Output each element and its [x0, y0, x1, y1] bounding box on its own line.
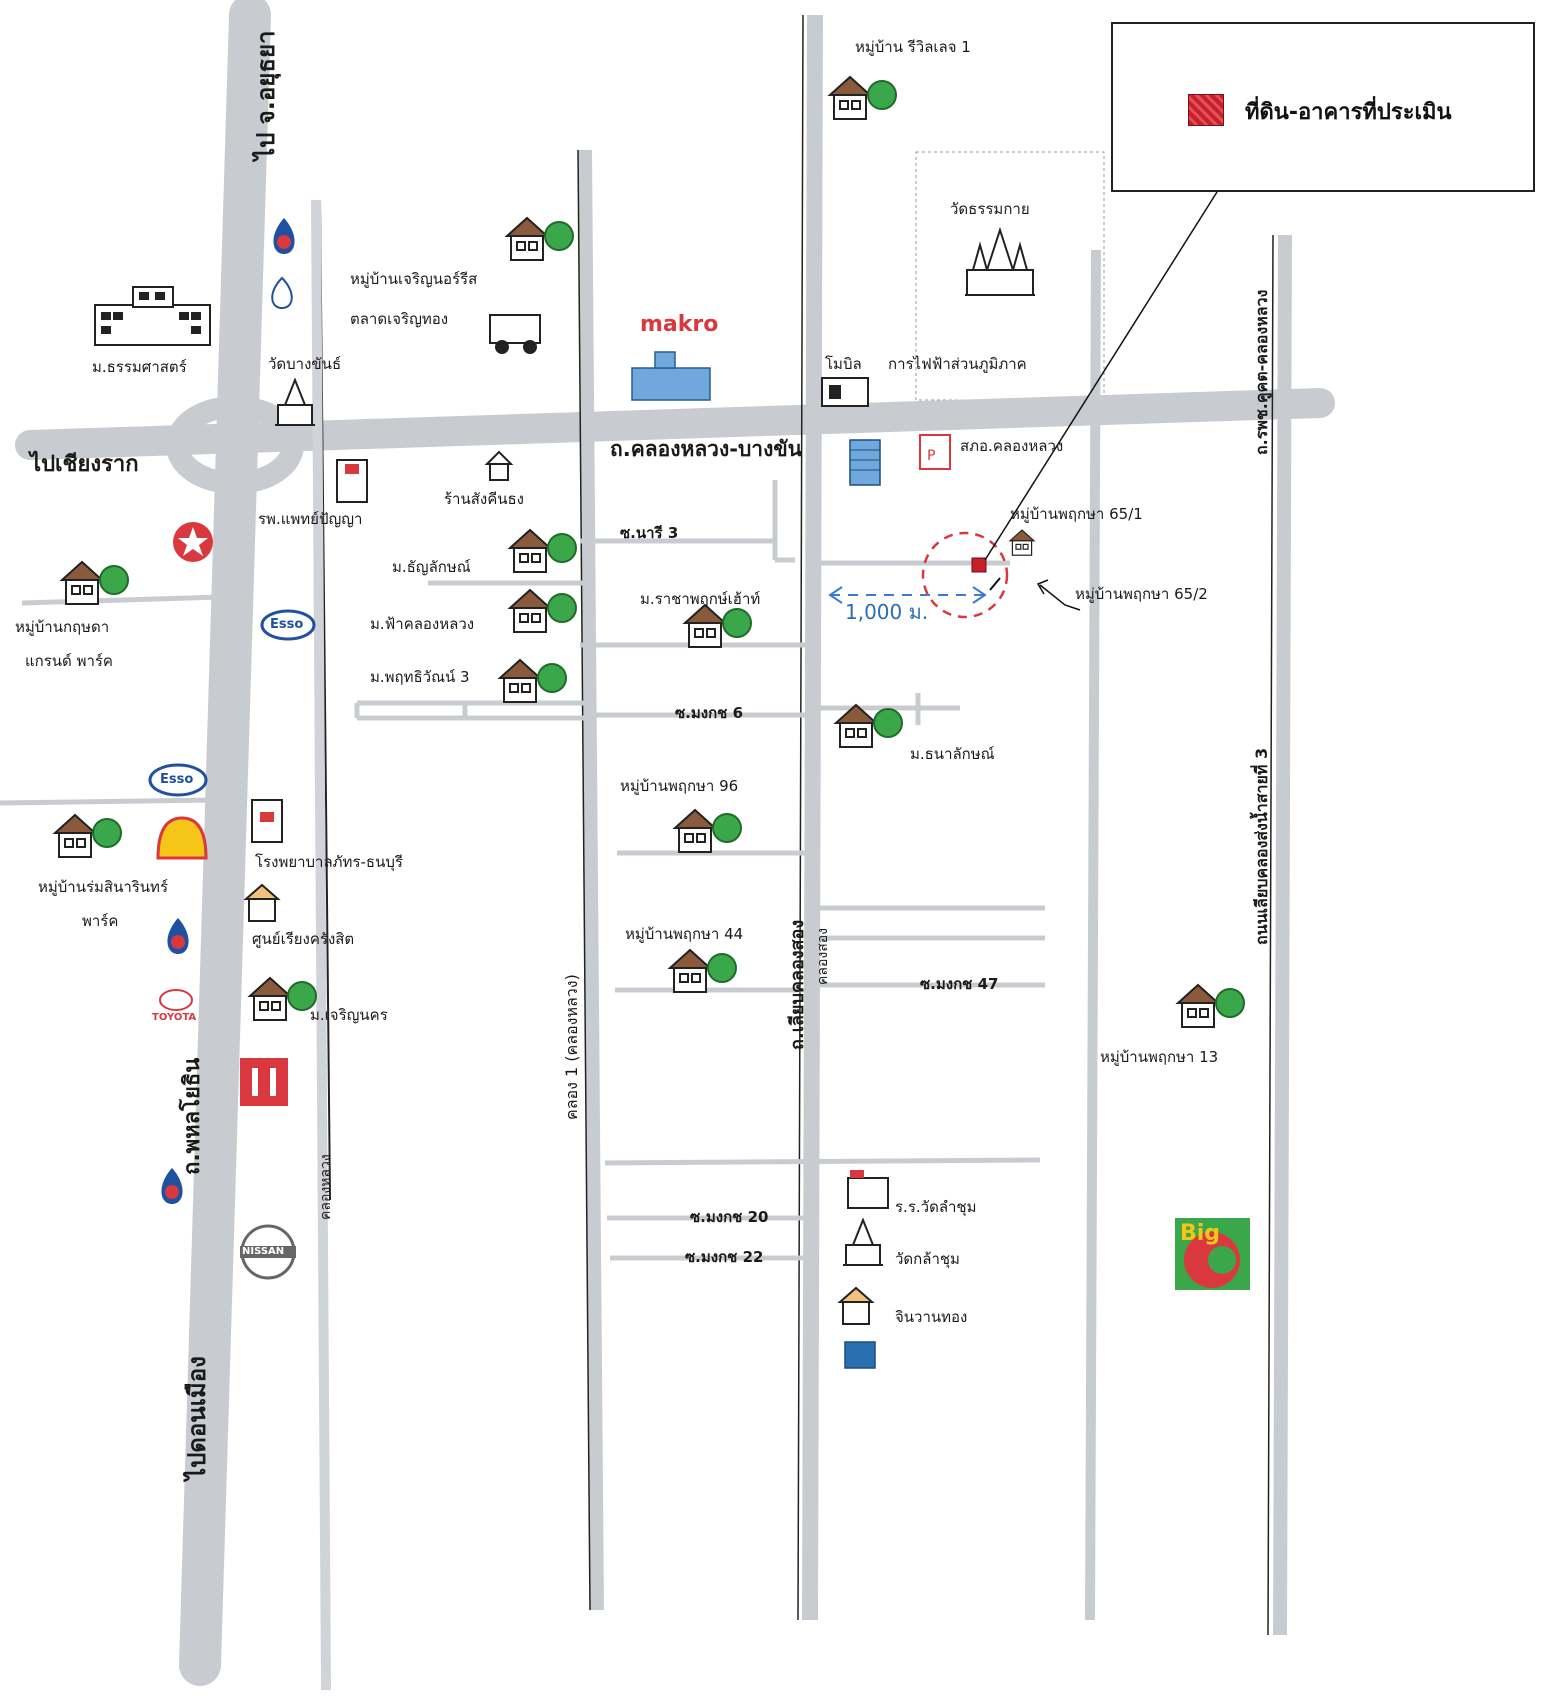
caltex-icon	[173, 522, 213, 562]
label-soi-mongkol-47: ซ.มงกช 47	[920, 975, 999, 993]
school-icon	[847, 1170, 889, 1209]
label-charoen-market: ตลาดเจริญทอง	[350, 310, 449, 328]
label-esso-1: Esso	[270, 617, 304, 632]
label-pruksa-65-1: หมู่บ้านพฤกษา 65/1	[1010, 505, 1143, 523]
road-khlong-1	[578, 149, 604, 1611]
label-m-thanlak: ม.ธัญลักษณ์	[392, 558, 471, 576]
label-hospital-phat: โรงพยาบาลภัทร-ธนบุรี	[255, 853, 403, 871]
road-far-east	[1273, 234, 1292, 1636]
label-liap-khlong-nam-3: ถนนเลียบคลองส่งน้ำสายที่ 3	[1252, 747, 1271, 945]
label-khlong-luang-small: คลองหลวง	[318, 1154, 334, 1220]
label-m-charoen-nakhon: ม.เจริญนคร	[310, 1006, 388, 1024]
label-toyota: TOYOTA	[152, 1012, 197, 1023]
hospital-icons	[251, 459, 368, 843]
nissan-icon	[240, 1224, 296, 1280]
label-wat-thammakai: วัดธรรมกาย	[950, 200, 1030, 218]
legend-leader-line	[984, 191, 1218, 561]
label-khlong-song: คลองสอง	[815, 928, 831, 985]
label-distance: 1,000 ม.	[845, 600, 929, 624]
label-wat-lam: วัดกล้าชุม	[895, 1250, 960, 1268]
distance-arrow	[828, 586, 987, 604]
legend-label: ที่ดิน-อาคารที่ประเมิน	[1245, 100, 1452, 125]
market-icon	[489, 314, 541, 354]
label-to-ayutthaya: ไป จ.อยุธยา	[252, 30, 280, 160]
label-pruksa-13: หมู่บ้านพฤกษา 13	[1100, 1048, 1219, 1066]
label-esso-2: Esso	[160, 772, 194, 787]
road-khlong-1-edge	[577, 149, 591, 1611]
label-liap-khlong-song: ถ.เลียบคลองสอง	[787, 919, 808, 1050]
police-station-icon: P	[919, 434, 951, 470]
university-icon	[94, 286, 211, 346]
shop-icons	[243, 450, 875, 1325]
subject-property-marker	[971, 557, 987, 573]
label-soi-mongkol-22: ซ.มงกช 22	[685, 1248, 764, 1266]
road-liap-khlong-song	[802, 14, 823, 1621]
label-krisda-2: แกรนด์ พาร์ค	[25, 652, 113, 670]
label-makro: makro	[640, 312, 719, 337]
makro-building-icon	[631, 351, 711, 401]
label-romsin: หมู่บ้านร่มสินารินทร์	[38, 878, 169, 896]
label-khlong-1: คลอง 1 (คลองหลวง)	[562, 974, 581, 1120]
shell-icon	[156, 816, 208, 860]
label-police-station: สภอ.คลองหลวง	[960, 437, 1064, 455]
label-m-thanalak: ม.ธนาลักษณ์	[910, 745, 995, 763]
label-to-don-mueang: ไปดอนเมือง	[183, 1356, 211, 1480]
label-m-rachapruek: ม.ราชาพฤกษ์เฮ้าท์	[640, 590, 761, 608]
bangchak-icon	[271, 276, 293, 310]
pea-building-icon	[849, 439, 881, 486]
label-rama-khukot: ถ.รพช.คูคต-คลองหลวง	[1252, 289, 1271, 455]
road-west-thin	[311, 199, 331, 1691]
ptt-fuel-icons	[161, 218, 295, 1204]
label-m-phatthirawan: ม.พฤทธิวัณน์ 3	[370, 668, 470, 686]
label-thammasat: ม.ธรรมศาสตร์	[92, 358, 187, 376]
svg-text:P: P	[927, 448, 935, 464]
label-center-rangsit: ศูนย์เรียงครังสิต	[252, 930, 355, 948]
bank-icon	[844, 1341, 876, 1369]
subject-circle	[921, 531, 1009, 619]
label-soi-mongkol-6: ซ.มงกช 6	[675, 704, 744, 722]
label-krisda: หมู่บ้านกฤษดา	[15, 618, 110, 636]
road-khlong-luang-bang-khan	[15, 388, 1335, 460]
label-soi-mongkol-20: ซ.มงกช 20	[690, 1208, 769, 1226]
mobil-station-icon	[821, 377, 869, 407]
toyota-icon	[159, 989, 193, 1011]
label-pea: การไฟฟ้าส่วนภูมิภาค	[888, 355, 1027, 373]
label-pruksa-44: หมู่บ้านพฤกษา 44	[625, 925, 744, 943]
leader-line-2	[989, 577, 1001, 591]
label-phahon-yothin: ถ.พหลโยธิน	[180, 1057, 205, 1175]
map-legend: ที่ดิน-อาคารที่ประเมิน	[1111, 22, 1535, 192]
legend-swatch	[1188, 94, 1224, 126]
label-romsin-2: พาร์ค	[82, 912, 119, 930]
esso-icons	[148, 609, 316, 797]
label-m-fa-khlong-luang: ม.ฟ้าคลองหลวง	[370, 615, 475, 633]
label-to-chiang-rak: ไปเชียงราก	[30, 452, 139, 477]
label-wat-bang-khan: วัดบางขันธ์	[268, 355, 342, 373]
svg-text:Big: Big	[1180, 1221, 1220, 1246]
label-mobil: โมบิล	[825, 355, 862, 373]
label-rivilage: หมู่บ้าน รีวิลเลจ 1	[855, 38, 971, 56]
label-pruksa-65-2: หมู่บ้านพฤกษา 65/2	[1075, 585, 1208, 603]
road-east-thin	[1085, 249, 1101, 1621]
label-hospital-paet: รพ.แพทย์ปัญญา	[258, 510, 363, 528]
isuzu-icon	[240, 1058, 288, 1106]
label-gold-shop: จินวานทอง	[895, 1308, 968, 1326]
label-khlong-luang-bang-khan: ถ.คลองหลวง-บางขัน	[610, 437, 803, 461]
label-charoen-village: หมู่บ้านเจริญนอร์รีส	[350, 270, 478, 288]
road-liap-khlong-song-edge	[797, 14, 804, 1621]
road-phahon-yothin	[179, 0, 271, 1686]
road-far-east-edge	[1267, 234, 1274, 1636]
label-shop: ร้านสังคีนธง	[444, 490, 524, 508]
big-c-icon: Big	[1175, 1218, 1250, 1290]
house-icons	[52, 75, 1245, 1028]
label-nissan: NISSAN	[242, 1246, 285, 1257]
pointer-65-2	[1039, 584, 1081, 611]
label-soi-nari-3: ซ.นารี 3	[620, 524, 679, 542]
label-school-wat-lam: ร.ร.วัดลำชุม	[895, 1198, 977, 1216]
temple-icons	[275, 226, 1035, 1266]
label-pruksa-96: หมู่บ้านพฤกษา 96	[620, 777, 739, 795]
